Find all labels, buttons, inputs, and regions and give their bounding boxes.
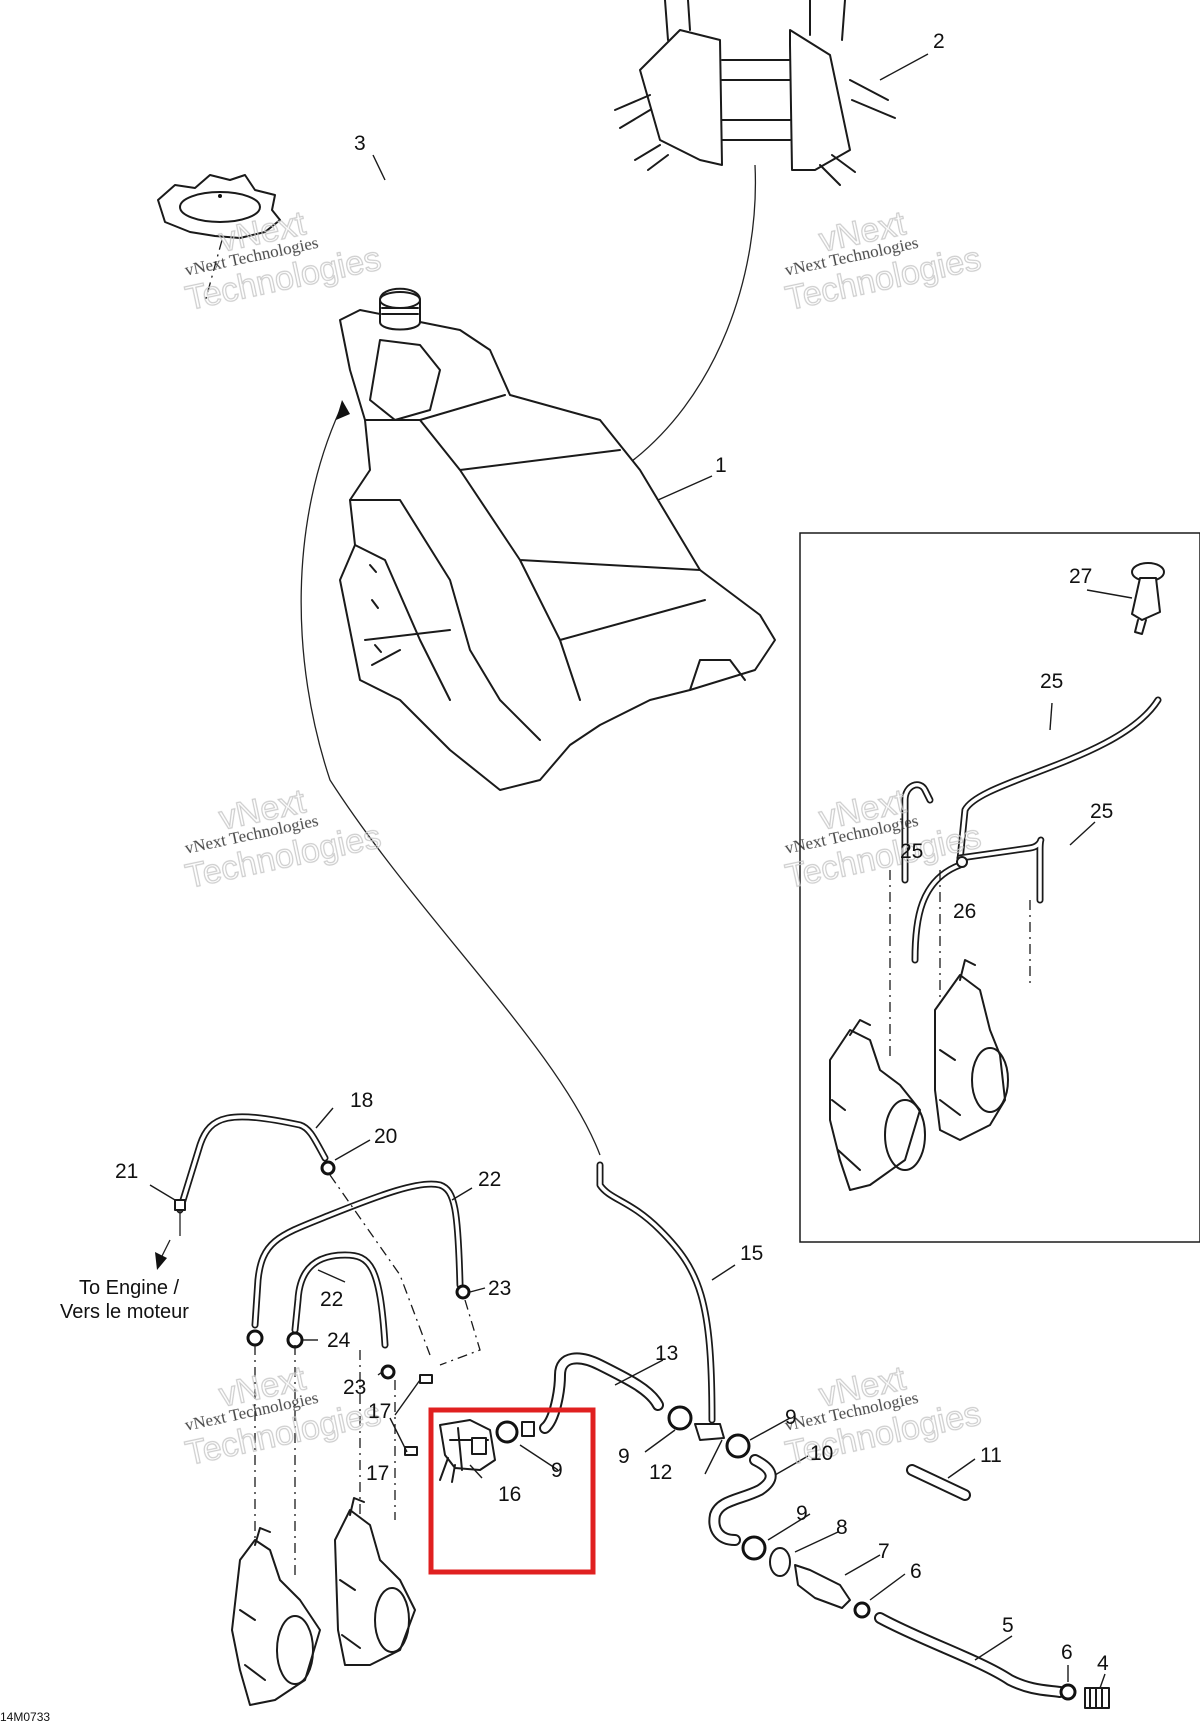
filter-part-4: [1084, 1687, 1110, 1709]
cap-dashed-leader: [204, 239, 223, 303]
clamp-part-24b: [286, 1331, 304, 1349]
strap-to-tank-arrow-line: [619, 164, 757, 471]
callout-8: 8: [836, 1516, 848, 1539]
callout-22a: 22: [478, 1168, 501, 1191]
to-engine-arrow: [155, 1252, 167, 1270]
arrow-head-2: [336, 400, 350, 420]
fuel-tank-part-1: [339, 287, 776, 791]
inset-tee-part-26: [956, 856, 968, 868]
callout-labels: 1 2 3 4 5 6 6 7 8 9 9 9 9 10 11 12 13 15…: [115, 30, 1113, 1675]
callout-25a: 25: [1040, 670, 1063, 693]
callout-leaders: [149, 53, 1133, 1689]
callout-17b: 17: [366, 1462, 389, 1485]
callout-10: 10: [810, 1442, 833, 1465]
callout-11: 11: [980, 1444, 1002, 1467]
inset-detail-box: [799, 532, 1200, 1243]
callout-13: 13: [655, 1342, 678, 1365]
clamp-part-9a: [495, 1420, 519, 1444]
callout-2: 2: [933, 30, 945, 53]
callout-16: 16: [498, 1483, 521, 1506]
clamp-part-23b: [380, 1364, 396, 1380]
clamp-part-6b: [1059, 1683, 1077, 1701]
clamp-part-20: [320, 1160, 336, 1176]
fitting-part-17b: [404, 1446, 418, 1456]
callout-25b: 25: [1090, 800, 1113, 823]
dash-line-b: [439, 1299, 481, 1366]
fuel-valve-part-16: [439, 1419, 496, 1483]
clamp-part-23a: [455, 1284, 471, 1300]
callout-26: 26: [953, 900, 976, 923]
clamp-part-6a: [853, 1601, 871, 1619]
callout-4: 4: [1097, 1652, 1109, 1675]
clamp-part-9d: [741, 1535, 767, 1561]
callout-6a: 6: [1061, 1641, 1073, 1664]
inset-primer-part-27: [1131, 562, 1165, 635]
callout-20: 20: [374, 1125, 397, 1148]
callout-12: 12: [649, 1461, 672, 1484]
tee-fitting-part-12: [694, 1423, 725, 1441]
callout-6b: 6: [910, 1560, 922, 1583]
inset-vent-line-25a: [956, 696, 1162, 864]
main-carburetors: [231, 1497, 416, 1706]
callout-3: 3: [354, 132, 366, 155]
drawing-code: 14M0733: [0, 1710, 50, 1724]
pickup-adaptor-part-7: [794, 1564, 851, 1609]
inset-carburetors: [829, 870, 1031, 1191]
callout-5: 5: [1002, 1614, 1014, 1637]
grommet-part-8: [769, 1547, 791, 1577]
vent-return-line: [300, 409, 601, 1156]
to-engine-note-line2: Vers le moteur: [60, 1301, 189, 1323]
clamp-part-9c: [725, 1433, 751, 1459]
filler-cap-part-3: [157, 174, 281, 239]
callout-23a: 23: [488, 1277, 511, 1300]
callout-21: 21: [115, 1160, 138, 1183]
fitting-part-17a: [419, 1374, 433, 1384]
highlight-box: [428, 1407, 596, 1575]
vent-hose-part-18: [176, 1113, 329, 1214]
callout-24: 24: [327, 1329, 351, 1352]
tank-strap-part-2: [614, 0, 896, 186]
callout-7: 7: [878, 1540, 890, 1563]
hose-end-fitting: [521, 1421, 535, 1437]
callout-25c: 25: [900, 840, 923, 863]
vent-hose-part-15: [596, 1161, 716, 1424]
callout-9a: 9: [551, 1459, 563, 1482]
callout-1: 1: [715, 454, 727, 477]
clamp-part-24a: [246, 1329, 264, 1347]
to-engine-note-line1: To Engine /: [79, 1277, 180, 1299]
callout-9d: 9: [796, 1502, 808, 1525]
callout-17a: 17: [368, 1400, 391, 1423]
callout-15: 15: [740, 1242, 763, 1265]
dash-line-a: [329, 1174, 431, 1356]
callout-27: 27: [1069, 565, 1092, 588]
callout-23b: 23: [343, 1376, 366, 1399]
callout-9c: 9: [785, 1406, 797, 1429]
callout-22b: 22: [320, 1288, 343, 1311]
clamp-part-9b: [667, 1405, 693, 1431]
callout-18: 18: [350, 1089, 373, 1112]
callout-9b: 9: [618, 1445, 630, 1468]
watermarks: vNext vNext Technologies Technologies vN…: [182, 204, 985, 1474]
